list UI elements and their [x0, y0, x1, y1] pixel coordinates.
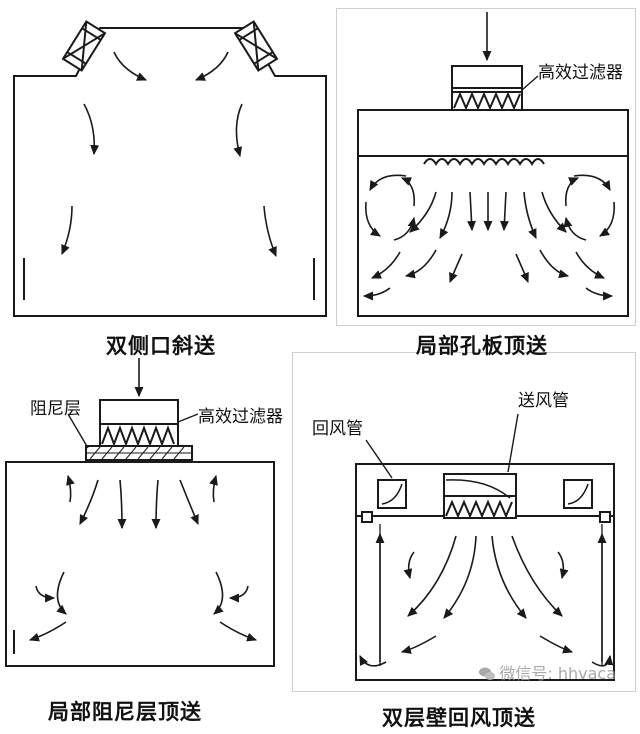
double-side-slant-drawing — [13, 20, 327, 317]
airflow-arrow — [35, 585, 56, 603]
airflow-arrow — [449, 253, 463, 284]
airflow-arrow — [117, 479, 127, 530]
filter-zigzag — [101, 425, 175, 447]
airflow-arrow — [407, 535, 457, 617]
airflow-arrow — [443, 535, 477, 619]
airflow-arrow — [557, 551, 569, 580]
airflow-arrow — [515, 253, 529, 284]
filter-label: 高效过滤器 — [538, 63, 623, 83]
room-outline — [355, 463, 615, 681]
right-diffuser-icon — [233, 20, 279, 72]
airflow-arrow — [400, 177, 416, 207]
airflow-arrow — [409, 191, 437, 233]
divider-bottom-right — [292, 352, 636, 692]
airflow-arrow — [83, 103, 100, 156]
filter-label: 高效过滤器 — [198, 407, 283, 427]
airflow-arrow — [28, 621, 67, 642]
airflow-arrow — [263, 205, 277, 258]
filter-zigzag — [445, 499, 513, 519]
airflow-arrow — [539, 249, 570, 279]
airflow-arrow — [209, 474, 218, 503]
orifice-holes — [423, 158, 545, 166]
airflow-arrow — [194, 51, 229, 81]
airflow-arrow — [219, 621, 258, 642]
room-outline — [357, 109, 629, 317]
airflow-arrow — [369, 174, 407, 191]
diagram-local-damping-top: 阻尼层 高效过滤器 局部阻尼层顶送 — [0, 352, 292, 734]
airflow-arrow — [541, 191, 567, 233]
room-outline — [13, 27, 327, 317]
airflow-arrow — [228, 585, 249, 603]
airflow-arrow — [56, 571, 67, 615]
caption-local-damping-top: 局部阻尼层顶送 — [48, 700, 202, 724]
airflow-arrow — [563, 216, 587, 241]
airflow-arrow — [575, 251, 606, 279]
airflow-arrow — [370, 251, 401, 279]
airflow-arrow — [523, 191, 537, 240]
filter-zigzag — [453, 91, 521, 111]
airflow-arrow — [599, 201, 616, 237]
watermark: 微信号: hhvaca — [479, 660, 616, 684]
airflow-arrow — [404, 249, 437, 279]
airflow-arrow — [213, 571, 224, 615]
caption-local-orifice-top: 局部孔板顶送 — [416, 334, 548, 358]
local-orifice-top-drawing — [357, 12, 629, 317]
airflow-arrow — [364, 201, 381, 237]
airflow-arrow — [539, 635, 574, 654]
airflow-arrow — [573, 174, 611, 191]
airflow-arrow — [393, 216, 417, 241]
caption-double-wall-return-top: 双层壁回风顶送 — [382, 706, 536, 730]
supply-duct-label: 送风管 — [518, 391, 569, 411]
local-damping-top-drawing — [5, 358, 275, 667]
airflow-arrow — [61, 205, 73, 256]
airflow-arrow — [499, 191, 509, 232]
diagram-double-wall-return-top: 回风管 送风管 双层壁回风顶送 — [296, 356, 636, 734]
airflow-arrow — [233, 103, 243, 158]
airflow-arrow — [400, 635, 437, 654]
airflow-arrow — [511, 535, 563, 617]
airflow-arrow — [591, 654, 614, 667]
airflow-arrow — [491, 535, 527, 619]
left-diffuser-icon — [61, 20, 107, 72]
airflow-arrow — [359, 654, 387, 667]
room-outline — [5, 461, 275, 667]
airflow-arrow — [467, 191, 477, 232]
airflow-arrow — [66, 474, 75, 503]
diagram-double-side-slant: 双侧口斜送 — [0, 0, 330, 358]
airflow-arrow — [439, 191, 453, 239]
airflow-arrow — [179, 479, 199, 526]
caption-double-side-slant: 双侧口斜送 — [106, 334, 216, 358]
diagram-local-orifice-top: 高效过滤器 局部孔板顶送 — [340, 0, 636, 360]
airflow-arrow — [585, 287, 614, 301]
chat-bubble-icon — [479, 667, 496, 680]
damping-label: 阻尼层 — [30, 399, 81, 419]
airflow-arrow — [403, 551, 415, 580]
airflow-arrow — [151, 479, 161, 530]
divider-top-right — [336, 8, 636, 326]
airflow-arrow — [564, 177, 580, 207]
airflow-arrow — [113, 51, 148, 81]
airflow-arrow — [362, 287, 391, 301]
double-wall-return-top-drawing — [355, 413, 615, 681]
airflow-arrow — [79, 479, 99, 526]
watermark-text: 微信号: hhvaca — [499, 664, 616, 683]
return-duct-label: 回风管 — [312, 419, 363, 439]
